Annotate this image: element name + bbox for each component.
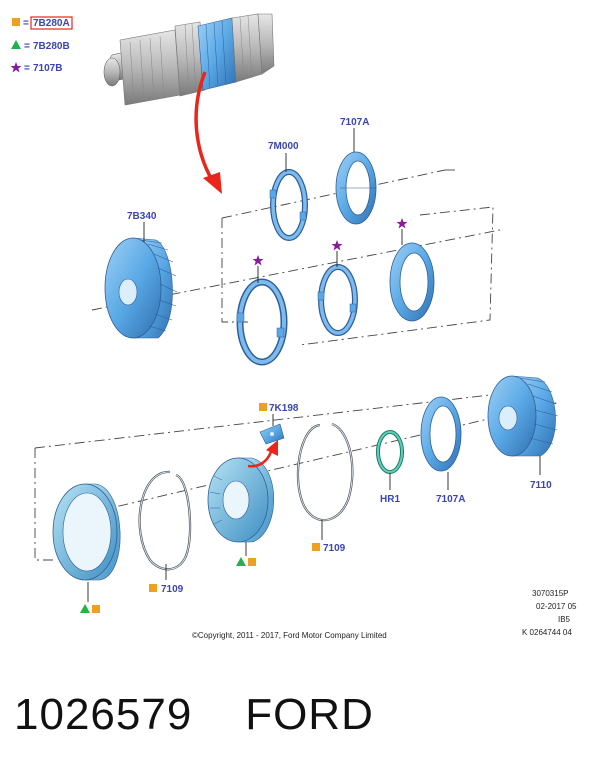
- legend: = 7B280A = 7B280B = 7107B: [10, 16, 73, 74]
- drawing-info-line-1: 3070315P: [532, 589, 568, 598]
- frame-dash-1: [221, 218, 250, 323]
- red-arrow-top: [194, 71, 214, 181]
- insert-7k198: [259, 423, 285, 445]
- drawing-info: 3070315P 02-2017 05 IB5 K 0264744 04: [522, 589, 577, 637]
- frame-dash-bottom-left: [34, 448, 55, 561]
- legend-code-3: 7107B: [33, 63, 62, 74]
- legend-highlight-box: [30, 16, 73, 30]
- label-7110: 7110: [530, 480, 552, 491]
- copyright-text: ©Copyright, 2011 - 2017, Ford Motor Comp…: [192, 631, 387, 640]
- ring-hr1: [376, 430, 404, 474]
- mainshaft-assembly: [103, 13, 275, 106]
- frame-dash-4: [299, 206, 494, 346]
- triangle-marker-hub: [236, 557, 246, 566]
- drawing-info-line-2: 02-2017 05: [536, 602, 577, 611]
- label-7109-mid: 7109: [323, 543, 346, 554]
- ring-7107b-1: [236, 278, 288, 366]
- square-marker-sleeve: [92, 605, 100, 613]
- label-7k198: 7K198: [269, 403, 299, 414]
- drawing-info-line-3: IB5: [558, 615, 571, 624]
- part-number-title: 1026579 FORD: [14, 690, 374, 739]
- ring-7107b-2: [317, 264, 358, 336]
- triangle-marker-sleeve: [80, 604, 90, 613]
- label-7m000: 7M000: [268, 141, 299, 152]
- star-marker-3: [396, 218, 408, 229]
- square-marker-7k198: [259, 403, 267, 411]
- label-7b340: 7B340: [127, 211, 157, 222]
- label-hr1: HR1: [380, 494, 400, 505]
- label-7109-left: 7109: [161, 584, 184, 595]
- frame-dash-2: [221, 169, 446, 219]
- legend-triangle-symbol: [11, 40, 21, 49]
- ring-7m000: [269, 169, 308, 241]
- label-7107a-bottom: 7107A: [436, 494, 465, 505]
- snapring-7109-left: [138, 470, 192, 571]
- legend-eq-3: =: [24, 63, 30, 74]
- square-marker-7109-mid: [312, 543, 320, 551]
- axis-dash-bottom: [59, 401, 561, 521]
- sleeve-7b280a: [52, 483, 121, 581]
- gear-7b340: [104, 237, 178, 339]
- frame-dash-bottom-top: [34, 394, 491, 449]
- red-arrowhead-top: [203, 172, 222, 194]
- ring-7107a-top: [335, 151, 377, 225]
- legend-eq-2: =: [24, 41, 30, 52]
- legend-code-2: 7B280B: [33, 41, 70, 52]
- star-marker-2: [331, 240, 343, 251]
- legend-code-1: 7B280A: [33, 18, 70, 29]
- square-marker-hub: [248, 558, 256, 566]
- drawing-info-line-4: K 0264744 04: [522, 628, 572, 637]
- legend-square-symbol: [12, 18, 20, 26]
- ring-7107b-3: [389, 242, 435, 322]
- red-arrowhead-small: [266, 440, 278, 456]
- star-marker-1: [252, 255, 264, 266]
- square-marker-7109-left: [149, 584, 157, 592]
- gear-7110: [487, 375, 559, 457]
- legend-star-symbol: [10, 62, 22, 73]
- synchronizer-hub: [207, 457, 275, 543]
- label-7107a-top: 7107A: [340, 117, 369, 128]
- ring-7107a-bottom: [420, 396, 462, 472]
- legend-eq-1: =: [23, 18, 29, 29]
- snapring-7109-mid: [296, 422, 354, 522]
